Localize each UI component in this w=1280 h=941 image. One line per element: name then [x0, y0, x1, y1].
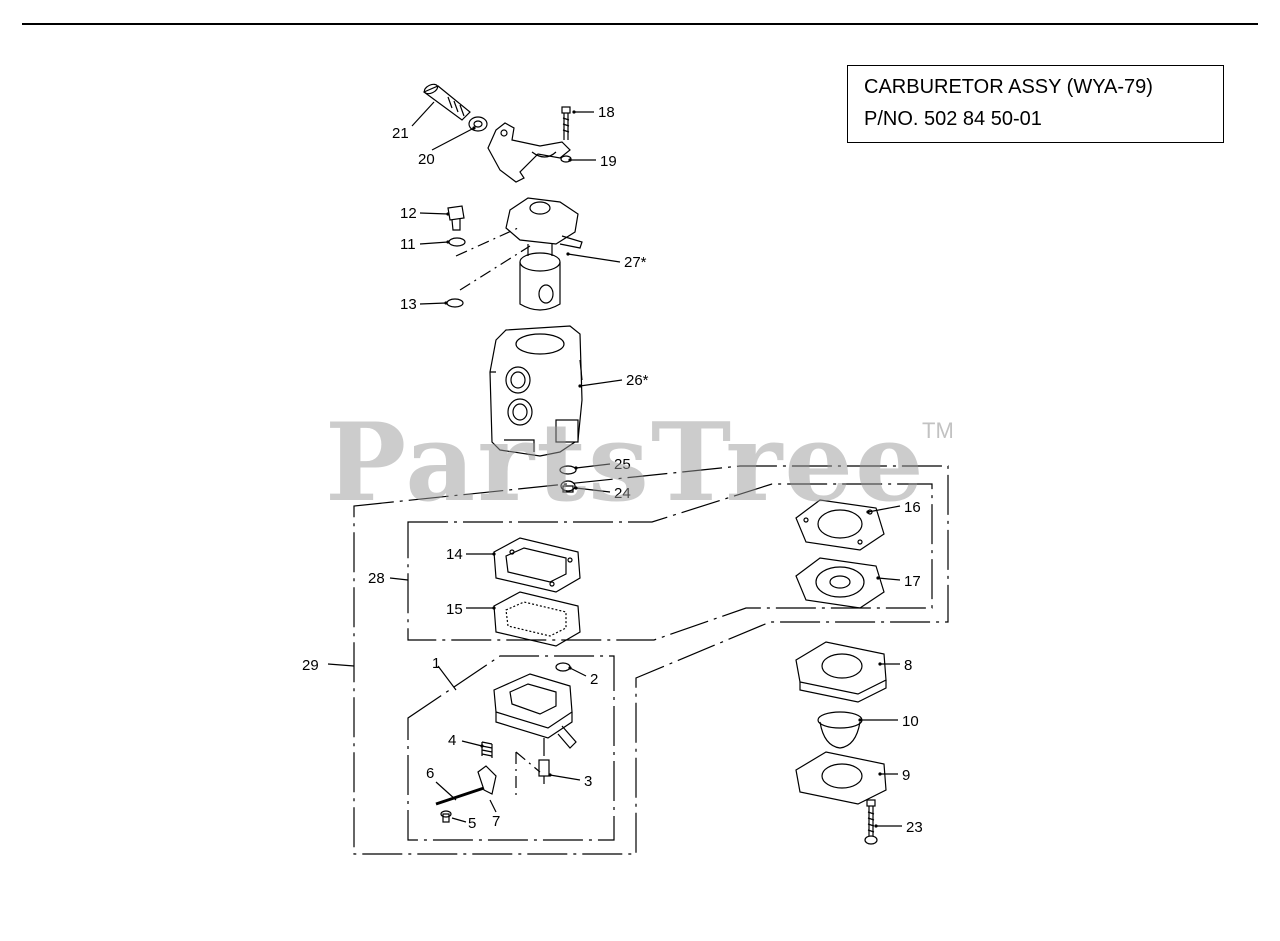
callout-29[interactable]: 29	[302, 657, 319, 674]
callout-11[interactable]: 11	[400, 236, 416, 253]
callout-16[interactable]: 16	[904, 499, 921, 516]
part-21-fitting[interactable]	[422, 82, 471, 121]
part-9-plate[interactable]	[795, 751, 887, 805]
kit-29-outline	[353, 465, 949, 855]
part-8-pump-cover[interactable]	[795, 641, 887, 703]
callout-13[interactable]: 13	[400, 296, 417, 313]
assembly-title-box: CARBURETOR ASSY (WYA-79) P/NO. 502 84 50…	[847, 65, 1224, 143]
part-16-gasket[interactable]	[795, 499, 885, 551]
callout-27[interactable]: 27*	[624, 254, 647, 271]
part-24-screen[interactable]	[560, 480, 576, 493]
callout-26[interactable]: 26*	[626, 372, 649, 389]
callout-23[interactable]: 23	[906, 819, 923, 836]
part-25-o-ring[interactable]	[559, 465, 577, 475]
alignment-lines	[455, 227, 541, 800]
callout-25[interactable]: 25	[614, 456, 631, 473]
part-23-screw[interactable]	[864, 799, 878, 845]
part-7-lever[interactable]	[477, 765, 497, 795]
part-26-carburetor-body[interactable]	[489, 325, 583, 457]
watermark-tm: TM	[922, 418, 954, 443]
part-12-plug[interactable]	[447, 205, 465, 231]
part-4-spring[interactable]	[481, 741, 493, 758]
part-15-diaphragm[interactable]	[493, 591, 581, 647]
part-number: P/NO. 502 84 50-01	[864, 108, 1042, 130]
part-5-screw[interactable]	[440, 810, 452, 823]
callout-15[interactable]: 15	[446, 601, 463, 618]
callout-10[interactable]: 10	[902, 713, 919, 730]
callout-5[interactable]: 5	[468, 815, 476, 832]
part-1-metering-body[interactable]	[493, 673, 577, 756]
kit-1-outline	[407, 655, 615, 841]
callout-6[interactable]: 6	[426, 765, 434, 782]
callout-2[interactable]: 2	[590, 671, 598, 688]
callout-4[interactable]: 4	[448, 732, 456, 749]
callout-18[interactable]: 18	[598, 104, 615, 121]
part-14-gasket[interactable]	[493, 537, 581, 593]
assembly-name: CARBURETOR ASSY (WYA-79)	[864, 76, 1153, 98]
callout-20[interactable]: 20	[418, 151, 435, 168]
part-19-bracket[interactable]	[487, 122, 571, 183]
callout-14[interactable]: 14	[446, 546, 463, 563]
part-6-pin[interactable]	[435, 784, 491, 806]
leader-lines	[327, 101, 902, 827]
callout-9[interactable]: 9	[902, 767, 910, 784]
callout-1[interactable]: 1	[432, 655, 440, 672]
part-3-inlet-needle[interactable]	[538, 759, 550, 784]
kit-28-outline	[407, 483, 933, 641]
callout-3[interactable]: 3	[584, 773, 592, 790]
part-17-diaphragm[interactable]	[795, 557, 885, 609]
part-11-washer[interactable]	[448, 237, 466, 247]
part-13-washer[interactable]	[446, 298, 464, 308]
part-27-throttle-valve[interactable]	[505, 197, 583, 311]
callout-8[interactable]: 8	[904, 657, 912, 674]
callout-17[interactable]: 17	[904, 573, 921, 590]
callout-21[interactable]: 21	[392, 125, 409, 142]
watermark-text: PartsTree	[325, 400, 926, 526]
callout-19[interactable]: 19	[600, 153, 617, 170]
callout-28[interactable]: 28	[368, 570, 385, 587]
callout-24[interactable]: 24	[614, 485, 631, 502]
callout-12[interactable]: 12	[400, 205, 417, 222]
callout-7[interactable]: 7	[492, 813, 500, 830]
part-2-filter-screen[interactable]	[555, 662, 571, 672]
part-10-primer-bulb[interactable]	[817, 711, 863, 749]
